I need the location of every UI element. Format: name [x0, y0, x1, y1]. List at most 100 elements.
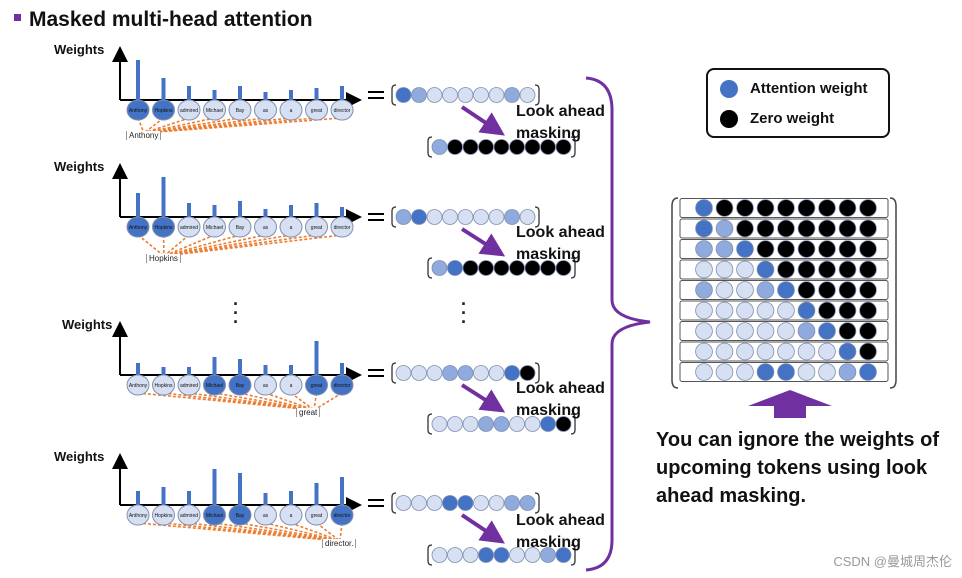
- weight-bar: [136, 363, 140, 375]
- weight-circle: [457, 495, 474, 511]
- weight-bar: [187, 86, 191, 100]
- weight-bar: [289, 205, 293, 217]
- token-text: great: [311, 513, 323, 519]
- masked-weight-circle: [431, 260, 448, 276]
- token-circle: [279, 374, 303, 396]
- masked-weight-circle: [478, 547, 494, 563]
- token-circle: [126, 216, 150, 238]
- weight-bar: [238, 359, 242, 375]
- matrix-cell: [838, 219, 857, 238]
- matrix-cell: [715, 322, 734, 340]
- masked-weight-circle: [509, 260, 525, 276]
- weight-bar: [136, 193, 140, 217]
- weight-bar: [314, 483, 319, 505]
- weight-bar: [289, 90, 293, 100]
- matrix-cell: [859, 363, 877, 381]
- attention-link: [265, 522, 341, 542]
- matrix-cell: [695, 363, 713, 381]
- weight-circle: [473, 87, 489, 103]
- weight-circle: [426, 495, 443, 511]
- token-text: director: [334, 225, 351, 231]
- weight-circle: [488, 495, 505, 511]
- masked-weight-circle: [431, 547, 448, 563]
- weight-circle: [426, 87, 443, 103]
- row-bracket: [570, 413, 576, 435]
- token-circle: [152, 504, 175, 526]
- masked-weight-circle: [478, 416, 494, 432]
- token-text: Michael: [206, 108, 223, 114]
- token-text: Anthony: [129, 513, 148, 519]
- weight-circle: [519, 209, 536, 225]
- masked-weight-circle: [524, 547, 541, 563]
- matrix-cell: [736, 219, 754, 238]
- weight-circle: [473, 495, 489, 511]
- masked-weight-circle: [509, 547, 525, 563]
- weight-circle: [395, 495, 412, 511]
- masked-weight-circle: [462, 416, 479, 432]
- matrix-cell: [756, 363, 775, 381]
- weight-circle: [519, 365, 536, 381]
- matrix-cell: [818, 363, 836, 381]
- weight-circle: [395, 87, 412, 103]
- matrix-cell: [838, 301, 857, 320]
- matrix-cell: [736, 322, 754, 340]
- token-text: great: [311, 108, 323, 114]
- token-label: great: [296, 408, 321, 417]
- matrix-cell: [859, 219, 877, 238]
- token-text: great: [311, 225, 323, 231]
- weights-label: Weights: [54, 42, 105, 57]
- masked-weight-circle: [431, 416, 448, 432]
- weight-circle: [442, 495, 458, 511]
- weight-circle: [411, 495, 427, 511]
- token-text: director: [334, 513, 351, 519]
- attention-link: [163, 234, 241, 257]
- attention-link: [162, 234, 165, 257]
- matrix-cell: [859, 281, 877, 299]
- token-circle: [305, 99, 328, 121]
- token-text: Anthony: [129, 383, 148, 389]
- page-title: Masked multi-head attention: [14, 8, 313, 32]
- matrix-cell: [715, 342, 734, 361]
- attention-link: [313, 392, 318, 411]
- matrix-cell: [859, 199, 877, 217]
- token-circle: [228, 374, 252, 396]
- attention-link: [239, 392, 315, 411]
- token-circle: [126, 374, 150, 396]
- masked-weight-circle: [524, 416, 541, 432]
- masked-weight-circle: [540, 139, 556, 155]
- matrix-cell: [736, 342, 754, 361]
- weight-bar: [263, 209, 268, 217]
- token-circle: [177, 374, 201, 396]
- masked-weight-circle: [493, 416, 510, 432]
- token-circle: [330, 504, 354, 526]
- weight-circle: [473, 365, 489, 381]
- matrix-cell: [797, 281, 816, 299]
- matrix-cell: [695, 260, 713, 279]
- matrix-cell: [756, 342, 775, 361]
- weight-circle: [457, 87, 474, 103]
- look-ahead-line: Look ahead: [516, 512, 605, 529]
- attention-link: [137, 234, 165, 257]
- matrix-cell: [756, 240, 775, 258]
- masked-weight-circle: [493, 547, 510, 563]
- masked-weight-circle: [493, 139, 510, 155]
- matrix-cell: [777, 260, 795, 279]
- masked-weight-circle: [555, 139, 572, 155]
- weight-bar: [161, 177, 166, 217]
- attention-link: [137, 117, 145, 134]
- matrix-cell: [715, 301, 734, 320]
- zero-dot-icon: [720, 110, 738, 128]
- matrix-cell: [797, 322, 816, 340]
- weight-bar: [263, 92, 268, 100]
- weight-bar: [238, 86, 242, 100]
- matrix-cell: [838, 260, 857, 279]
- masked-weight-circle: [540, 260, 556, 276]
- token-text: a: [290, 225, 293, 231]
- masked-weight-circle: [462, 260, 479, 276]
- attention-link: [290, 522, 341, 542]
- token-circle: [203, 216, 226, 238]
- weights-label: Weights: [62, 317, 113, 332]
